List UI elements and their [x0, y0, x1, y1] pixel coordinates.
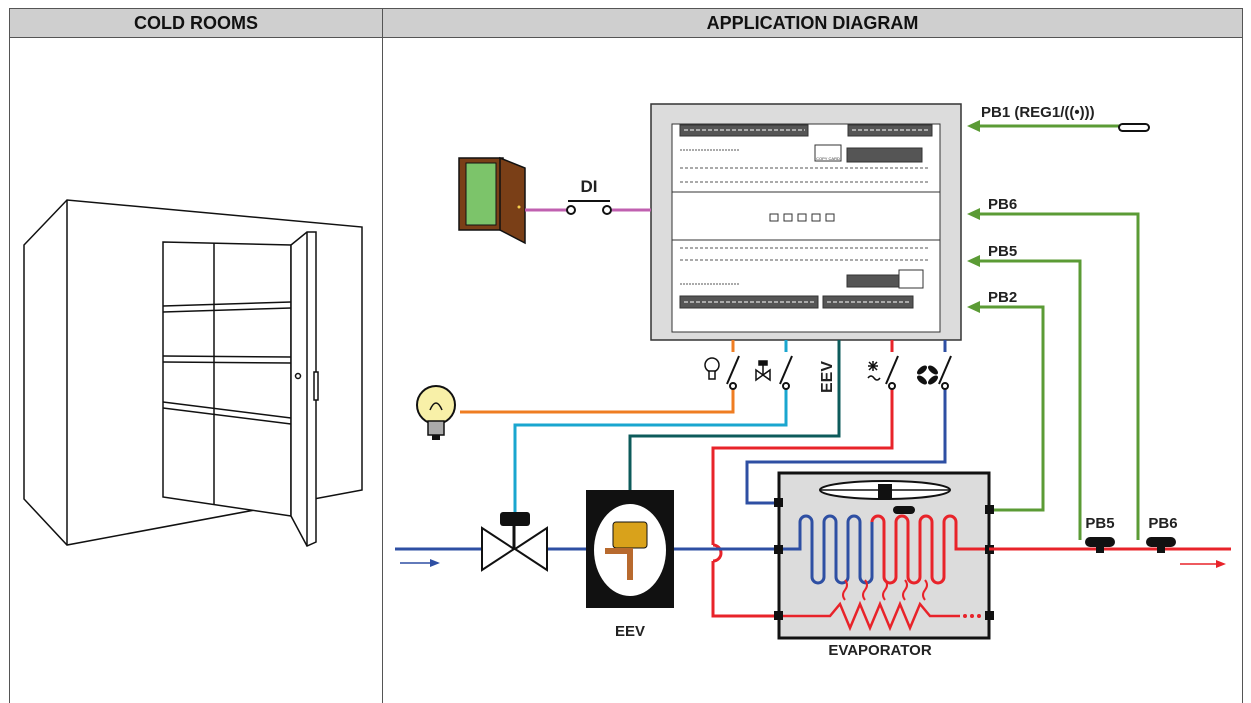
copy-card-label: COPY CARD: [816, 156, 840, 161]
pb1-label: PB1 (REG1/((•))): [981, 104, 1095, 121]
probe-pb6-pipe: [1146, 537, 1176, 553]
di-label: DI: [581, 177, 598, 196]
solenoid-valve: [481, 512, 548, 572]
probe-pb5-pipe: [1085, 537, 1115, 553]
pb6-label: PB6: [988, 196, 1017, 213]
evaporator-label: EVAPORATOR: [828, 642, 932, 659]
eev-output-label: EEV: [819, 361, 836, 393]
cold-room-cabinet: [23, 199, 363, 547]
application-diagram-header: APPLICATION DIAGRAM: [382, 8, 1243, 38]
pipe-pb5-label: PB5: [1085, 515, 1114, 532]
bulb-icon: [416, 385, 456, 440]
defrost-icon: [867, 361, 881, 381]
light-bulb-icon: [704, 357, 720, 380]
pipe-pb6-label: PB6: [1148, 515, 1177, 532]
controller-unit: COPY CARD: [650, 103, 962, 341]
door-icon: [458, 156, 526, 245]
relay-contacts: [726, 355, 952, 390]
door-switch: [566, 200, 612, 215]
eev-label: EEV: [615, 623, 645, 640]
evaporator-unit: [774, 471, 994, 640]
fan-icon: [917, 365, 938, 385]
probe-pb1: [1118, 123, 1150, 132]
cold-rooms-header: COLD ROOMS: [9, 8, 383, 38]
solenoid-valve-icon: [755, 360, 771, 382]
pb2-label: PB2: [988, 289, 1017, 306]
pb5-label: PB5: [988, 243, 1017, 260]
eev-valve-icon: [586, 490, 674, 608]
